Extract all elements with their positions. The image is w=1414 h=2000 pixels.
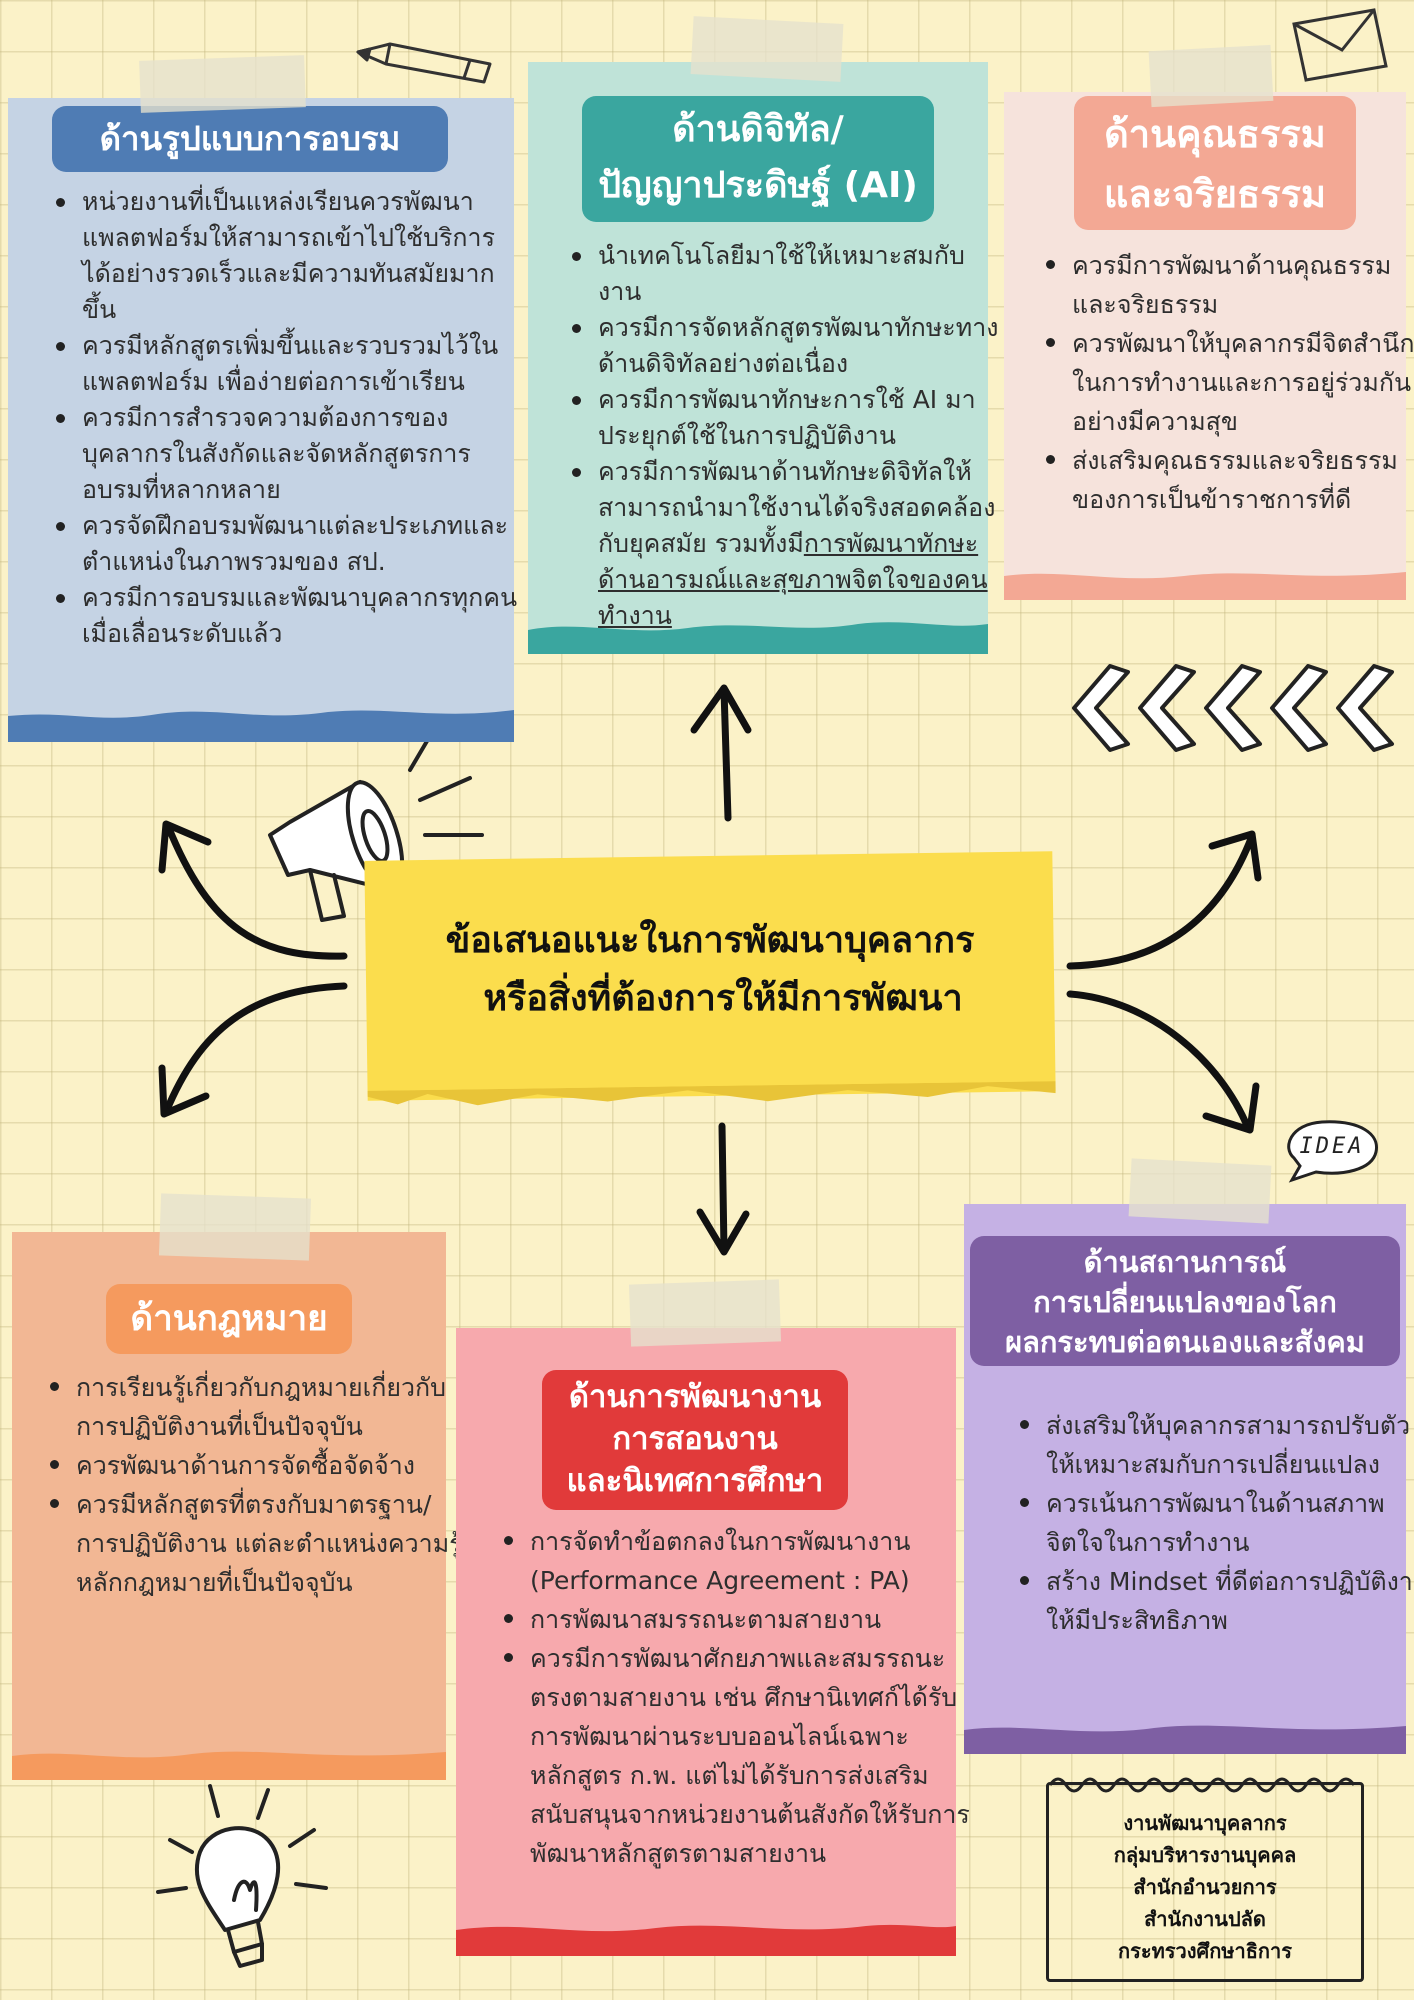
footer-line: งานพัฒนาบุคลากร bbox=[1123, 1811, 1287, 1835]
card-format-list: หน่วยงานที่เป็นแหล่งเรียนควรพัฒนาแพลตฟอร… bbox=[48, 184, 522, 652]
list-item: ส่งเสริมคุณธรรมและจริยธรรมของการเป็นข้าร… bbox=[1046, 441, 1414, 519]
pencil-icon bbox=[356, 42, 492, 84]
card-work-title: ด้านการพัฒนางาน การสอนงาน และนิเทศการศึก… bbox=[542, 1370, 848, 1510]
digital-underlined-text: การพัฒนาทักษะด้านอารมณ์และสุขภาพจิตใจของ… bbox=[598, 529, 988, 630]
list-item: ควรมีการจัดหลักสูตรพัฒนาทักษะทางด้านดิจิ… bbox=[572, 310, 1006, 382]
card-ethics-title-line2: และจริยธรรม bbox=[1103, 172, 1327, 216]
footer-line: สำนักอำนวยการ bbox=[1133, 1875, 1277, 1899]
card-law-list: การเรียนรู้เกี่ยวกับกฎหมายเกี่ยวกับการปฏ… bbox=[42, 1368, 468, 1602]
footer-line: สำนักงานปลัด bbox=[1144, 1907, 1266, 1931]
card-work-title-line3: และนิเทศการศึกษา bbox=[566, 1463, 824, 1499]
card-situation-title-line2: การเปลี่ยนแปลงของโลก bbox=[1033, 1285, 1337, 1319]
card-digital-title-line2: ปัญญาประดิษฐ์ (AI) bbox=[598, 165, 918, 206]
idea-label: IDEA bbox=[1299, 1134, 1365, 1159]
card-situation-title-line3: ผลกระทบต่อตนเองและสังคม bbox=[1005, 1325, 1365, 1359]
list-item: การจัดทำข้อตกลงในการพัฒนางาน (Performanc… bbox=[504, 1522, 978, 1600]
center-title: ข้อเสนอแนะในการพัฒนาบุคลากร หรือสิ่งที่ต… bbox=[366, 912, 1054, 1028]
center-title-line1: ข้อเสนอแนะในการพัฒนาบุคลากร bbox=[445, 920, 975, 961]
idea-bubble-icon: IDEA bbox=[1282, 1118, 1382, 1184]
list-item: ควรมีหลักสูตรเพิ่มขึ้นและรวบรวมไว้ในแพลต… bbox=[56, 328, 522, 400]
chevrons-icon bbox=[1072, 664, 1394, 752]
card-law-title: ด้านกฎหมาย bbox=[106, 1284, 352, 1354]
card-format: ด้านรูปแบบการอบรม หน่วยงานที่เป็นแหล่งเร… bbox=[8, 98, 517, 742]
digital-last-item-text: ควรมีการพัฒนาด้านทักษะดิจิทัลให้สามารถนำ… bbox=[598, 457, 996, 558]
list-item: ควรมีการสำรวจความต้องการของบุคลากรในสังก… bbox=[56, 400, 522, 508]
list-item: ควรมีการพัฒนาศักยภาพและสมรรถนะตรงตามสายง… bbox=[504, 1639, 978, 1873]
card-situation-title: ด้านสถานการณ์ การเปลี่ยนแปลงของโลก ผลกระ… bbox=[970, 1236, 1400, 1366]
list-item: ควรพัฒนาให้บุคลากรมีจิตสำนึกในการทำงานแล… bbox=[1046, 324, 1414, 441]
card-ethics-list: ควรมีการพัฒนาด้านคุณธรรมและจริยธรรม ควรพ… bbox=[1038, 246, 1414, 519]
lightbulb-icon bbox=[156, 1784, 328, 1968]
card-ethics-title-line1: ด้านคุณธรรม bbox=[1104, 112, 1326, 156]
list-item: ควรจัดฝึกอบรมพัฒนาแต่ละประเภทและตำแหน่งใ… bbox=[56, 508, 522, 580]
list-item: การพัฒนาสมรรถนะตามสายงาน bbox=[504, 1600, 978, 1639]
card-digital-list: นำเทคโนโลยีมาใช้ให้เหมาะสมกับงาน ควรมีกา… bbox=[564, 238, 1006, 634]
card-ethics-title: ด้านคุณธรรม และจริยธรรม bbox=[1074, 96, 1356, 230]
list-item: ควรพัฒนาด้านการจัดซื้อจัดจ้าง bbox=[50, 1446, 468, 1485]
card-work-title-line1: ด้านการพัฒนางาน bbox=[568, 1379, 822, 1415]
list-item: การเรียนรู้เกี่ยวกับกฎหมายเกี่ยวกับการปฏ… bbox=[50, 1368, 468, 1446]
list-item: ควรมีการอบรมและพัฒนาบุคลากรทุกคนเมื่อเลื… bbox=[56, 580, 522, 652]
footer-line: กลุ่มบริหารงานบุคคล bbox=[1113, 1843, 1297, 1867]
list-item: ควรมีการพัฒนาด้านทักษะดิจิทัลให้สามารถนำ… bbox=[572, 454, 1006, 634]
card-ethics: ด้านคุณธรรม และจริยธรรม ควรมีการพัฒนาด้า… bbox=[1004, 92, 1414, 600]
card-digital-title: ด้านดิจิทัล/ ปัญญาประดิษฐ์ (AI) bbox=[582, 96, 934, 222]
list-item: นำเทคโนโลยีมาใช้ให้เหมาะสมกับงาน bbox=[572, 238, 1006, 310]
list-item: ควรมีหลักสูตรที่ตรงกับมาตรฐาน/การปฏิบัติ… bbox=[50, 1485, 468, 1602]
center-title-line2: หรือสิ่งที่ต้องการให้มีการพัฒนา bbox=[483, 978, 963, 1019]
center-note bbox=[364, 851, 1056, 1106]
card-law: ด้านกฎหมาย การเรียนรู้เกี่ยวกับกฎหมายเกี… bbox=[12, 1232, 463, 1780]
list-item: ควรเน้นการพัฒนาในด้านสภาพจิตใจในการทำงาน bbox=[1020, 1484, 1414, 1562]
envelope-icon bbox=[1292, 8, 1388, 82]
footer-line: กระทรวงศึกษาธิการ bbox=[1117, 1939, 1293, 1963]
card-digital: ด้านดิจิทัล/ ปัญญาประดิษฐ์ (AI) นำเทคโนโ… bbox=[528, 62, 998, 654]
footer-credit-box: งานพัฒนาบุคลากร กลุ่มบริหารงานบุคคล สำนั… bbox=[1046, 1777, 1364, 1982]
tape bbox=[1128, 1158, 1272, 1224]
card-work-title-line2: การสอนงาน bbox=[612, 1421, 778, 1457]
card-situation-title-line1: ด้านสถานการณ์ bbox=[1083, 1245, 1287, 1279]
tape bbox=[628, 1279, 782, 1347]
card-format-title: ด้านรูปแบบการอบรม bbox=[52, 106, 448, 172]
card-digital-title-line1: ด้านดิจิทัล/ bbox=[672, 109, 844, 150]
list-item: ควรมีการพัฒนาทักษะการใช้ AI มาประยุกต์ใช… bbox=[572, 382, 1006, 454]
list-item: สร้าง Mindset ที่ดีต่อการปฏิบัติงานให้มี… bbox=[1020, 1562, 1414, 1640]
list-item: ส่งเสริมให้บุคลากรสามารถปรับตัวให้เหมาะส… bbox=[1020, 1406, 1414, 1484]
card-situation-list: ส่งเสริมให้บุคลากรสามารถปรับตัวให้เหมาะส… bbox=[1012, 1406, 1414, 1640]
card-work: ด้านการพัฒนางาน การสอนงาน และนิเทศการศึก… bbox=[456, 1328, 970, 1956]
list-item: ควรมีการพัฒนาด้านคุณธรรมและจริยธรรม bbox=[1046, 246, 1414, 324]
list-item: หน่วยงานที่เป็นแหล่งเรียนควรพัฒนาแพลตฟอร… bbox=[56, 184, 522, 328]
card-situation: ด้านสถานการณ์ การเปลี่ยนแปลงของโลก ผลกระ… bbox=[964, 1204, 1414, 1754]
card-work-list: การจัดทำข้อตกลงในการพัฒนางาน (Performanc… bbox=[496, 1522, 978, 1873]
tape bbox=[158, 1193, 312, 1261]
arrows-layer bbox=[158, 684, 1262, 1256]
